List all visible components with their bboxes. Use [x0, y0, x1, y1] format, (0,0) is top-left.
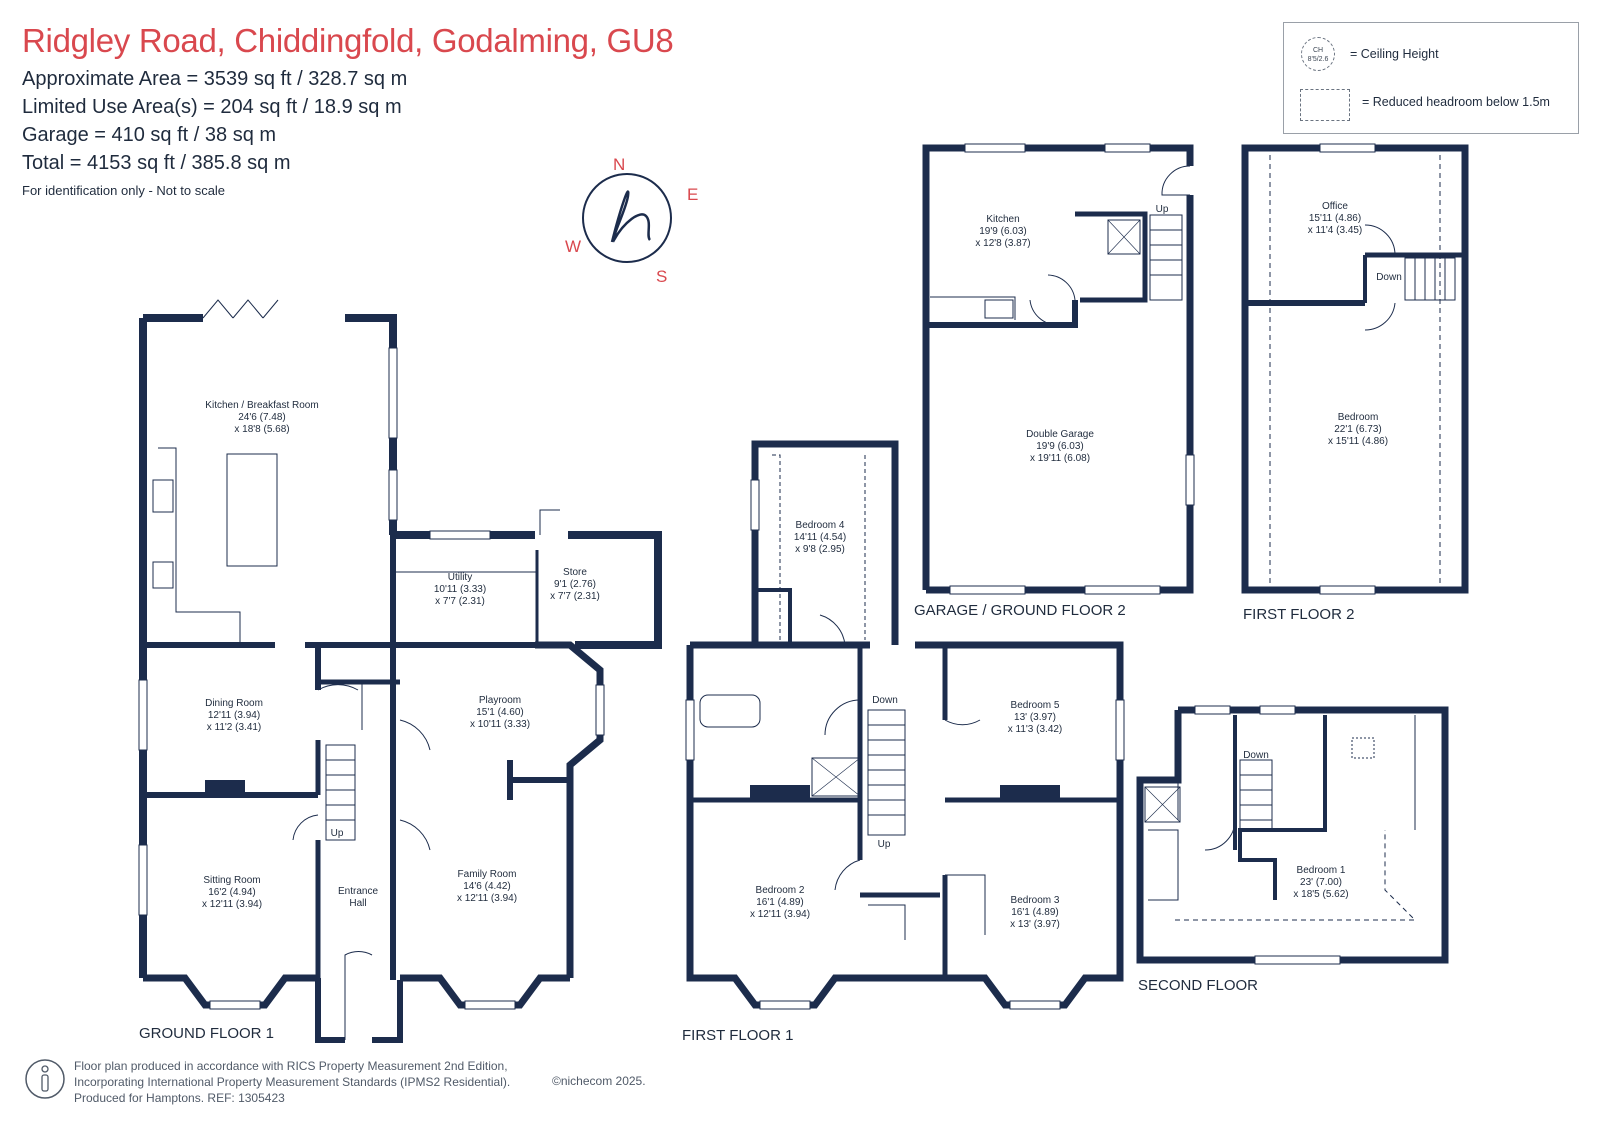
first-floor-2-label: FIRST FLOOR 2 — [1243, 606, 1354, 623]
first-stair-down: Down — [872, 695, 898, 706]
legend-box: CH 8'5/2.6 = Ceiling Height = Reduced he… — [1283, 22, 1579, 134]
reduced-headroom-icon — [1300, 89, 1350, 121]
footer-line-3: Produced for Hamptons. REF: 1305423 — [74, 1091, 285, 1105]
header: Ridgley Road, Chiddingfold, Godalming, G… — [22, 22, 674, 198]
kitchen-breakfast-dim2: x 18'8 (5.68) — [234, 424, 289, 435]
bedroom-1-name: Bedroom 1 — [1297, 865, 1346, 876]
footer: Floor plan produced in accordance with R… — [74, 1058, 510, 1106]
store-dim1: 9'1 (2.76) — [554, 579, 596, 590]
kitchen-breakfast-name: Kitchen / Breakfast Room — [205, 400, 318, 411]
compass-s: S — [656, 267, 667, 286]
first-floor-1-label: FIRST FLOOR 1 — [682, 1027, 793, 1044]
first-floor-1-labels: Bedroom 4 14'11 (4.54) x 9'8 (2.95) Bedr… — [682, 520, 1062, 1044]
ground-stair-up: Up — [331, 828, 344, 839]
first2-bedroom-dim1: 22'1 (6.73) — [1334, 424, 1382, 435]
garage-area: Garage = 410 sq ft / 38 sq m — [22, 124, 277, 146]
office-dim2: x 11'4 (3.45) — [1308, 225, 1363, 236]
first2-bedroom-name: Bedroom — [1338, 412, 1379, 423]
double-garage-name: Double Garage — [1026, 429, 1094, 440]
bedroom-3-dim1: 16'1 (4.89) — [1011, 907, 1059, 918]
utility-dim2: x 7'7 (2.31) — [435, 596, 485, 607]
playroom-name: Playroom — [479, 695, 521, 706]
garage-kitchen-name: Kitchen — [986, 214, 1019, 225]
second-floor — [1136, 705, 1449, 965]
approx-area: Approximate Area = 3539 sq ft / 328.7 sq… — [22, 68, 408, 90]
bedroom-5-dim2: x 11'3 (3.42) — [1008, 724, 1063, 735]
dining-name: Dining Room — [205, 698, 263, 709]
family-dim1: 14'6 (4.42) — [463, 881, 511, 892]
bedroom-4-dim1: 14'11 (4.54) — [794, 532, 846, 543]
ground-floor-1-label: GROUND FLOOR 1 — [139, 1025, 274, 1042]
ground-floor-1-labels: Kitchen / Breakfast Room 24'6 (7.48) x 1… — [139, 400, 600, 1042]
compass-logo-icon — [610, 190, 652, 243]
not-to-scale-note: For identification only - Not to scale — [22, 183, 226, 198]
first-floor-2-labels: Office 15'11 (4.86) x 11'4 (3.45) Bedroo… — [1243, 201, 1402, 623]
ceiling-height-label: = Ceiling Height — [1350, 47, 1439, 61]
utility-name: Utility — [448, 572, 472, 583]
garage-stair-up: Up — [1156, 204, 1169, 215]
playroom-dim1: 15'1 (4.60) — [476, 707, 524, 718]
compass-n: N — [613, 155, 625, 174]
first2-bedroom-dim2: x 15'11 (4.86) — [1328, 436, 1388, 447]
compass: N E S W — [565, 155, 698, 286]
office-name: Office — [1322, 201, 1348, 212]
ceiling-height-icon: CH 8'5/2.6 — [1301, 37, 1335, 71]
compass-e: E — [687, 185, 698, 204]
first2-stair-down: Down — [1376, 272, 1402, 283]
bedroom-2-name: Bedroom 2 — [756, 885, 805, 896]
second-floor-label: SECOND FLOOR — [1138, 977, 1258, 994]
family-name: Family Room — [458, 869, 517, 880]
copyright-credit: ©nichecom 2025. — [552, 1074, 646, 1088]
dining-dim2: x 11'2 (3.41) — [207, 722, 262, 733]
double-garage-dim2: x 19'11 (6.08) — [1030, 453, 1090, 464]
bedroom-1-dim2: x 18'5 (5.62) — [1293, 889, 1348, 900]
double-garage-dim1: 19'9 (6.03) — [1036, 441, 1084, 452]
garage-kitchen-dim2: x 12'8 (3.87) — [975, 238, 1030, 249]
entrance-name: Entrance — [338, 886, 378, 897]
footer-line-1: Floor plan produced in accordance with R… — [74, 1059, 508, 1073]
sitting-name: Sitting Room — [203, 875, 260, 886]
dining-dim1: 12'11 (3.94) — [208, 710, 260, 721]
office-dim1: 15'11 (4.86) — [1309, 213, 1361, 224]
bedroom-2-dim1: 16'1 (4.89) — [756, 897, 804, 908]
ceiling-symbol: CH — [1312, 47, 1324, 54]
info-icon — [25, 1059, 65, 1099]
bedroom-4-dim2: x 9'8 (2.95) — [795, 544, 845, 555]
kitchen-breakfast-dim1: 24'6 (7.48) — [238, 412, 286, 423]
ground-floor-1 — [138, 299, 662, 1043]
total-area: Total = 4153 sq ft / 385.8 sq m — [22, 152, 291, 174]
bedroom-2-dim2: x 12'11 (3.94) — [750, 909, 810, 920]
utility-dim1: 10'11 (3.33) — [434, 584, 486, 595]
sitting-dim2: x 12'11 (3.94) — [202, 899, 262, 910]
bedroom-4-name: Bedroom 4 — [796, 520, 845, 531]
bedroom-1-dim1: 23' (7.00) — [1300, 877, 1342, 888]
family-dim2: x 12'11 (3.94) — [457, 893, 517, 904]
first-floor-2 — [1241, 143, 1469, 595]
sitting-dim1: 16'2 (4.94) — [208, 887, 256, 898]
playroom-dim2: x 10'11 (3.33) — [470, 719, 530, 730]
footer-line-2: Incorporating International Property Mea… — [74, 1075, 511, 1089]
store-name: Store — [563, 567, 587, 578]
limited-use-area: Limited Use Area(s) = 204 sq ft / 18.9 s… — [22, 96, 402, 118]
first-stair-up: Up — [878, 839, 891, 850]
ceiling-value: 8'5/2.6 — [1307, 56, 1329, 63]
store-dim2: x 7'7 (2.31) — [550, 591, 600, 602]
garage-kitchen-dim1: 19'9 (6.03) — [979, 226, 1027, 237]
compass-circle — [582, 173, 672, 263]
reduced-headroom-label: = Reduced headroom below 1.5m — [1362, 95, 1550, 109]
second-floor-labels: Bedroom 1 23' (7.00) x 18'5 (5.62) Down … — [1138, 750, 1349, 994]
bedroom-3-name: Bedroom 3 — [1011, 895, 1060, 906]
first-floor-1 — [685, 440, 1125, 1010]
garage-floor-labels: Kitchen 19'9 (6.03) x 12'8 (3.87) Double… — [914, 204, 1169, 619]
entrance-name2: Hall — [349, 898, 366, 909]
bedroom-5-dim1: 13' (3.97) — [1014, 712, 1056, 723]
second-stair-down: Down — [1243, 750, 1269, 761]
property-title: Ridgley Road, Chiddingfold, Godalming, G… — [22, 22, 674, 59]
bedroom-3-dim2: x 13' (3.97) — [1010, 919, 1060, 930]
garage-floor-label: GARAGE / GROUND FLOOR 2 — [914, 602, 1126, 619]
compass-w: W — [565, 237, 581, 256]
bedroom-5-name: Bedroom 5 — [1011, 700, 1060, 711]
garage-floor — [922, 143, 1195, 595]
